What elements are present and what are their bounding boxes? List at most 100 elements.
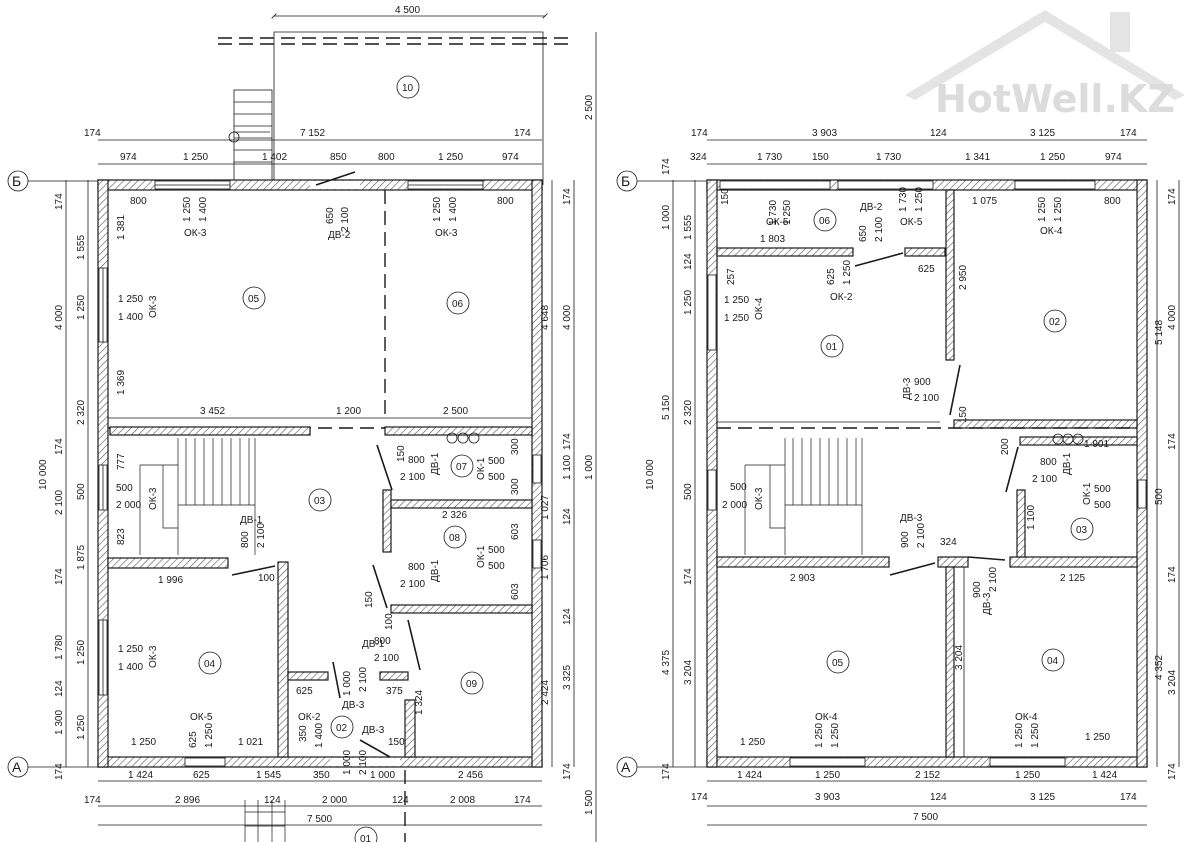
rl-625-b: 625 xyxy=(918,264,935,275)
l-375: 375 xyxy=(386,686,403,697)
rl-ok4-a: ОК-4 xyxy=(1040,226,1063,237)
l-dv1-c: ДВ-1 xyxy=(430,559,441,582)
axis-a-left: А xyxy=(12,759,22,775)
r-ldim-2: 1 000 xyxy=(661,205,672,230)
r-rdim-7: 4 352 xyxy=(1154,655,1165,680)
l-1250-f: 1 250 xyxy=(204,723,215,748)
left-dim-16: 174 xyxy=(54,763,65,780)
bot-dim-total: 7 500 xyxy=(307,814,332,825)
l-500-d: 500 xyxy=(488,545,505,556)
dim-4500: 4 500 xyxy=(395,5,420,16)
rl-2125: 2 125 xyxy=(1060,573,1085,584)
rl-dv3-b: ДВ-3 xyxy=(900,513,923,524)
rl-dv2: ДВ-2 xyxy=(860,202,883,213)
rl-1730-a: 1 730 xyxy=(768,200,779,225)
left-dim-2: 1 555 xyxy=(76,235,87,260)
rl-2950: 2 950 xyxy=(958,265,969,290)
right-dim-5: 1 100 xyxy=(562,455,573,480)
rl-1250-f: 1 250 xyxy=(724,295,749,306)
rl-1250-g: 1 250 xyxy=(724,313,749,324)
l-150-a: 150 xyxy=(396,445,407,462)
room-02: 02 xyxy=(336,723,348,734)
rl-dv3-a: ДВ-3 xyxy=(902,377,913,400)
rl-ok5-b: ОК-5 xyxy=(900,217,923,228)
rl-1250-d: 1 250 xyxy=(1053,197,1064,222)
rl-150: 150 xyxy=(720,188,731,205)
l-1250-e: 1 250 xyxy=(131,737,156,748)
axis-b-left: Б xyxy=(12,173,21,189)
l-2100-f: 2 100 xyxy=(374,653,399,664)
right-dim-8: 1 027 xyxy=(540,495,551,520)
rl-324: 324 xyxy=(940,537,957,548)
r-bot-2: 2 152 xyxy=(915,770,940,781)
l-800-b: 800 xyxy=(497,196,514,207)
axis-a-right: А xyxy=(621,759,631,775)
right-dim-10: 124 xyxy=(562,608,573,625)
l-2500: 2 500 xyxy=(443,406,468,417)
r-top-3: 3 125 xyxy=(1030,128,1055,139)
rl-1250-i: 1 250 xyxy=(814,723,825,748)
l-2100-g: 2 100 xyxy=(358,667,369,692)
room-r-06: 06 xyxy=(819,216,831,227)
r-ldim-3: 1 555 xyxy=(683,215,694,240)
l-1400-c: 1 400 xyxy=(118,312,143,323)
rl-2100-a: 2 100 xyxy=(874,217,885,242)
l-100-b: 100 xyxy=(384,613,395,630)
r-bot-3: 1 250 xyxy=(1015,770,1040,781)
dim-row2-5: 1 250 xyxy=(438,152,463,163)
rl-1250-j: 1 250 xyxy=(830,723,841,748)
right-dim-7: 124 xyxy=(562,508,573,525)
rl-1075: 1 075 xyxy=(972,196,997,207)
bot-dim-4: 1 000 xyxy=(370,770,395,781)
l-500-c: 500 xyxy=(488,472,505,483)
l-800-c: 800 xyxy=(240,531,251,548)
r-top-2: 124 xyxy=(930,128,947,139)
r-top2-6: 974 xyxy=(1105,152,1122,163)
l-1250-b: 1 250 xyxy=(432,197,443,222)
r-ldim-5: 1 250 xyxy=(683,290,694,315)
rl-800-a: 800 xyxy=(1104,196,1121,207)
rl-500-a: 500 xyxy=(730,482,747,493)
rl-ok1: ОК-1 xyxy=(1082,482,1093,505)
l-dv1-b: ДВ-1 xyxy=(430,452,441,475)
r-ldim-4: 124 xyxy=(683,253,694,270)
r-ldim-1: 174 xyxy=(661,158,672,175)
rl-900-b: 900 xyxy=(900,531,911,548)
left-floor-plan: 4 500 xyxy=(7,5,597,842)
l-800-a: 800 xyxy=(130,196,147,207)
rl-1803: 1 803 xyxy=(760,234,785,245)
r-bot2-1: 3 903 xyxy=(815,792,840,803)
r-bot2-2: 124 xyxy=(930,792,947,803)
l-1369: 1 369 xyxy=(116,370,127,395)
room-03: 03 xyxy=(314,496,326,507)
l-650: 650 xyxy=(325,207,336,224)
l-ok3-e: ОК-3 xyxy=(148,645,159,668)
bot2-dim-6: 174 xyxy=(514,795,531,806)
l-2100-e: 2 100 xyxy=(400,579,425,590)
r-top-1: 3 903 xyxy=(812,128,837,139)
l-350: 350 xyxy=(298,725,309,742)
rl-2100-d: 2 100 xyxy=(916,523,927,548)
rl-2100-e: 2 100 xyxy=(988,567,999,592)
rl-ok4-d: ОК-4 xyxy=(1015,712,1038,723)
right-dim-6: 1 000 xyxy=(584,455,595,480)
rl-900-a: 900 xyxy=(914,377,931,388)
left-dim-15: 1 250 xyxy=(76,715,87,740)
rl-900-c: 900 xyxy=(972,581,983,598)
bot2-dim-3: 2 000 xyxy=(322,795,347,806)
l-300-b: 300 xyxy=(510,478,521,495)
rl-1250-l: 1 250 xyxy=(1030,723,1041,748)
l-1000-a: 1 000 xyxy=(342,671,353,696)
left-dim-5: 2 320 xyxy=(76,400,87,425)
rl-1250-k: 1 250 xyxy=(1014,723,1025,748)
l-ok3-a: ОК-3 xyxy=(184,228,207,239)
r-bot2-0: 174 xyxy=(691,792,708,803)
r-ldim-0: 10 000 xyxy=(645,459,656,490)
room-r-05: 05 xyxy=(832,658,844,669)
l-ok3-d: ОК-3 xyxy=(148,487,159,510)
dim-row2-3: 850 xyxy=(330,152,347,163)
r-rdim-3: 174 xyxy=(1167,433,1178,450)
rl-2000: 2 000 xyxy=(722,500,747,511)
left-dim-7: 2 100 xyxy=(54,490,65,515)
room-markers-right: 06 01 02 03 05 04 xyxy=(813,208,1094,674)
